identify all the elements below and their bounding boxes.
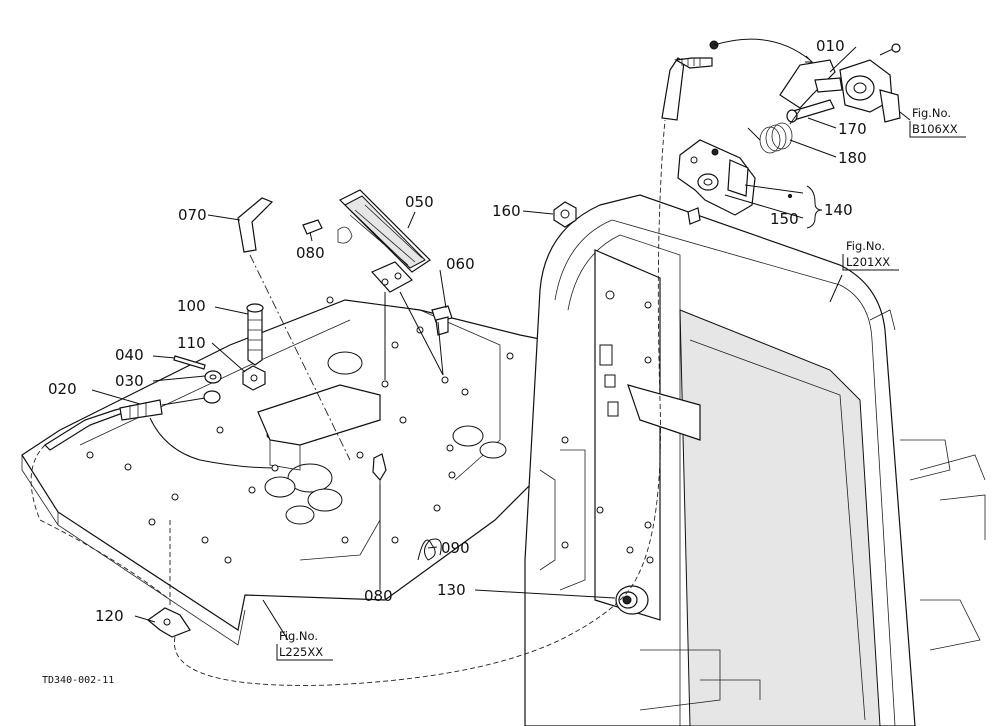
callout-080-upper: 080 (296, 244, 325, 262)
spring-180 (747, 109, 801, 154)
callout-140: 140 (824, 201, 853, 219)
frame-bracket (594, 249, 661, 621)
figure-ref-label: Fig.No. (279, 629, 318, 643)
callout-020: 020 (48, 380, 77, 398)
pin-040 (173, 355, 206, 370)
callout-180: 180 (838, 149, 867, 167)
callout-090: 090 (441, 539, 470, 557)
callout-150: 150 (770, 210, 799, 228)
floor-opening (307, 488, 343, 512)
callout-030: 030 (115, 372, 144, 390)
figure-ref-l201: Fig.No. L201XX (842, 239, 899, 271)
callout-100: 100 (177, 297, 206, 315)
callout-160: 160 (492, 202, 521, 220)
callout-labels: 010 020 030 040 050 060 070 080 080 090 … (48, 37, 867, 625)
callout-060: 060 (446, 255, 475, 273)
bolt-060 (431, 305, 453, 336)
callout-050: 050 (405, 193, 434, 211)
floor-opening (264, 476, 296, 498)
nut-110 (242, 365, 266, 391)
callout-080-lower: 080 (364, 587, 393, 605)
floor-plate (21, 296, 546, 646)
throttle-cable (30, 390, 279, 601)
callout-170: 170 (838, 120, 867, 138)
callout-040: 040 (115, 346, 144, 364)
spring-clip-080-upper (302, 219, 323, 235)
cab-frame (524, 194, 986, 726)
grommet-130 (615, 585, 649, 615)
washer-030 (204, 370, 222, 384)
figure-ref-l225: Fig.No. L225XX (276, 629, 333, 661)
throttle-lever-assembly (553, 43, 901, 228)
pedal-rod (237, 197, 351, 461)
callout-110: 110 (177, 334, 206, 352)
callout-070: 070 (178, 206, 207, 224)
floor-opening (285, 505, 315, 525)
figure-ref-code: B106XX (912, 122, 958, 136)
spring-090 (417, 538, 442, 561)
upper-cable (619, 38, 814, 601)
accelerator-pedal (337, 189, 431, 293)
figure-ref-code: L225XX (279, 645, 323, 659)
bolt-100 (246, 303, 264, 366)
figure-ref-code: L201XX (846, 255, 890, 269)
callout-010: 010 (816, 37, 845, 55)
callout-120: 120 (95, 607, 124, 625)
leader-lines (91, 46, 911, 641)
cable-clamp (147, 520, 621, 686)
figure-ref-label: Fig.No. (912, 106, 951, 120)
callout-130: 130 (437, 581, 466, 599)
floor-opening (452, 425, 484, 447)
floor-opening (479, 441, 507, 459)
figure-ref-b106: Fig.No. B106XX (909, 106, 966, 138)
floor-opening (327, 351, 363, 375)
drawing-id: TD340-002-11 (42, 675, 114, 686)
figure-ref-label: Fig.No. (846, 239, 885, 253)
